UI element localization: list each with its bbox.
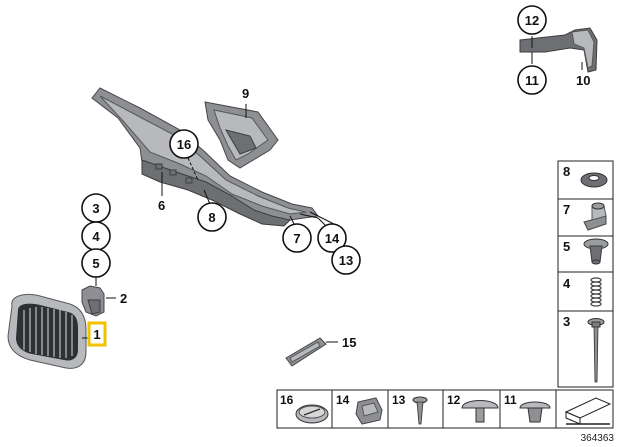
document-number: 364363	[581, 433, 615, 444]
side-panel: 8 7 5 4 3	[557, 160, 614, 388]
highlighted-label-1: 1	[87, 321, 107, 347]
leader-14	[299, 213, 327, 227]
small-screw-icon	[412, 396, 428, 425]
callout-13: 13	[331, 245, 361, 275]
bracket-part-9	[204, 101, 279, 169]
clip-icon	[355, 397, 383, 425]
plug-icon	[583, 238, 609, 265]
view-arrow-icon	[564, 397, 612, 425]
rivet-icon	[519, 401, 551, 423]
bottom-label-14: 14	[336, 393, 350, 407]
callout-16: 16	[169, 129, 199, 159]
callout-4-text: 4	[92, 229, 100, 244]
callout-5: 5	[81, 248, 111, 278]
callout-8-text: 8	[208, 210, 215, 225]
leader-8	[203, 189, 211, 205]
bottom-panel: 16 14 13 12 11	[276, 389, 614, 429]
grommet-icon	[580, 172, 608, 188]
cap-icon	[295, 404, 329, 424]
label-6: 6	[158, 198, 165, 213]
callout-5-text: 5	[92, 256, 99, 271]
callout-11-text: 11	[525, 73, 539, 88]
side-label-8: 8	[563, 164, 570, 179]
screw-icon	[587, 318, 605, 383]
side-label-4: 4	[563, 276, 571, 291]
kidney-grille-part-1	[7, 293, 87, 369]
callout-14: 14	[317, 223, 347, 253]
side-label-7: 7	[563, 202, 570, 217]
bracket-part-2	[81, 285, 105, 317]
label-2: 2	[120, 291, 127, 306]
bottom-label-16: 16	[280, 393, 294, 407]
callout-7-text: 7	[293, 231, 300, 246]
clip-nut-icon	[583, 202, 607, 231]
highlighted-label-1-text: 1	[93, 327, 100, 342]
callout-12: 12	[517, 5, 547, 35]
side-label-3: 3	[563, 314, 570, 329]
callout-7: 7	[282, 223, 312, 253]
label-15: 15	[342, 335, 356, 350]
spring-icon	[590, 277, 602, 307]
callout-14-text: 14	[325, 231, 340, 246]
strip-part-15	[285, 337, 327, 367]
label-9: 9	[242, 86, 249, 101]
callout-13-text: 13	[339, 253, 353, 268]
side-label-5: 5	[563, 239, 570, 254]
callout-16-text: 16	[177, 137, 191, 152]
bracket-part-10	[519, 27, 598, 73]
bottom-label-12: 12	[447, 393, 461, 407]
bottom-label-11: 11	[504, 393, 517, 407]
callout-12-text: 12	[525, 13, 539, 28]
mushroom-rivet-icon	[461, 400, 499, 423]
label-10: 10	[576, 73, 590, 88]
callout-4: 4	[81, 221, 111, 251]
bottom-label-13: 13	[392, 393, 406, 407]
callout-11: 11	[517, 65, 547, 95]
callout-8: 8	[197, 202, 227, 232]
callout-3-text: 3	[92, 201, 99, 216]
leader-16	[187, 157, 199, 181]
callout-3: 3	[81, 193, 111, 223]
